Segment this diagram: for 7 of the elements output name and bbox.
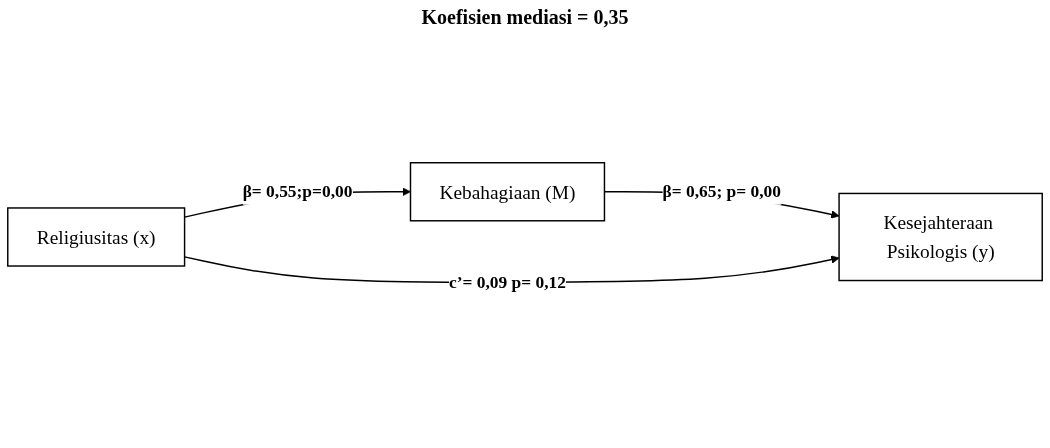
node-box: Kebahagiaan (M) bbox=[409, 162, 606, 222]
edge-label: c’= 0,09 p= 0,12 bbox=[448, 272, 567, 292]
edge-label: β= 0,65; p= 0,00 bbox=[662, 181, 782, 201]
diagram-title: Koefisien mediasi = 0,35 bbox=[420, 6, 630, 29]
node-box: Kesejahteraan Psikologis (y) bbox=[838, 192, 1043, 282]
edge-label: β= 0,55;p=0,00 bbox=[242, 181, 353, 201]
node-box: Religiusitas (x) bbox=[7, 207, 186, 267]
